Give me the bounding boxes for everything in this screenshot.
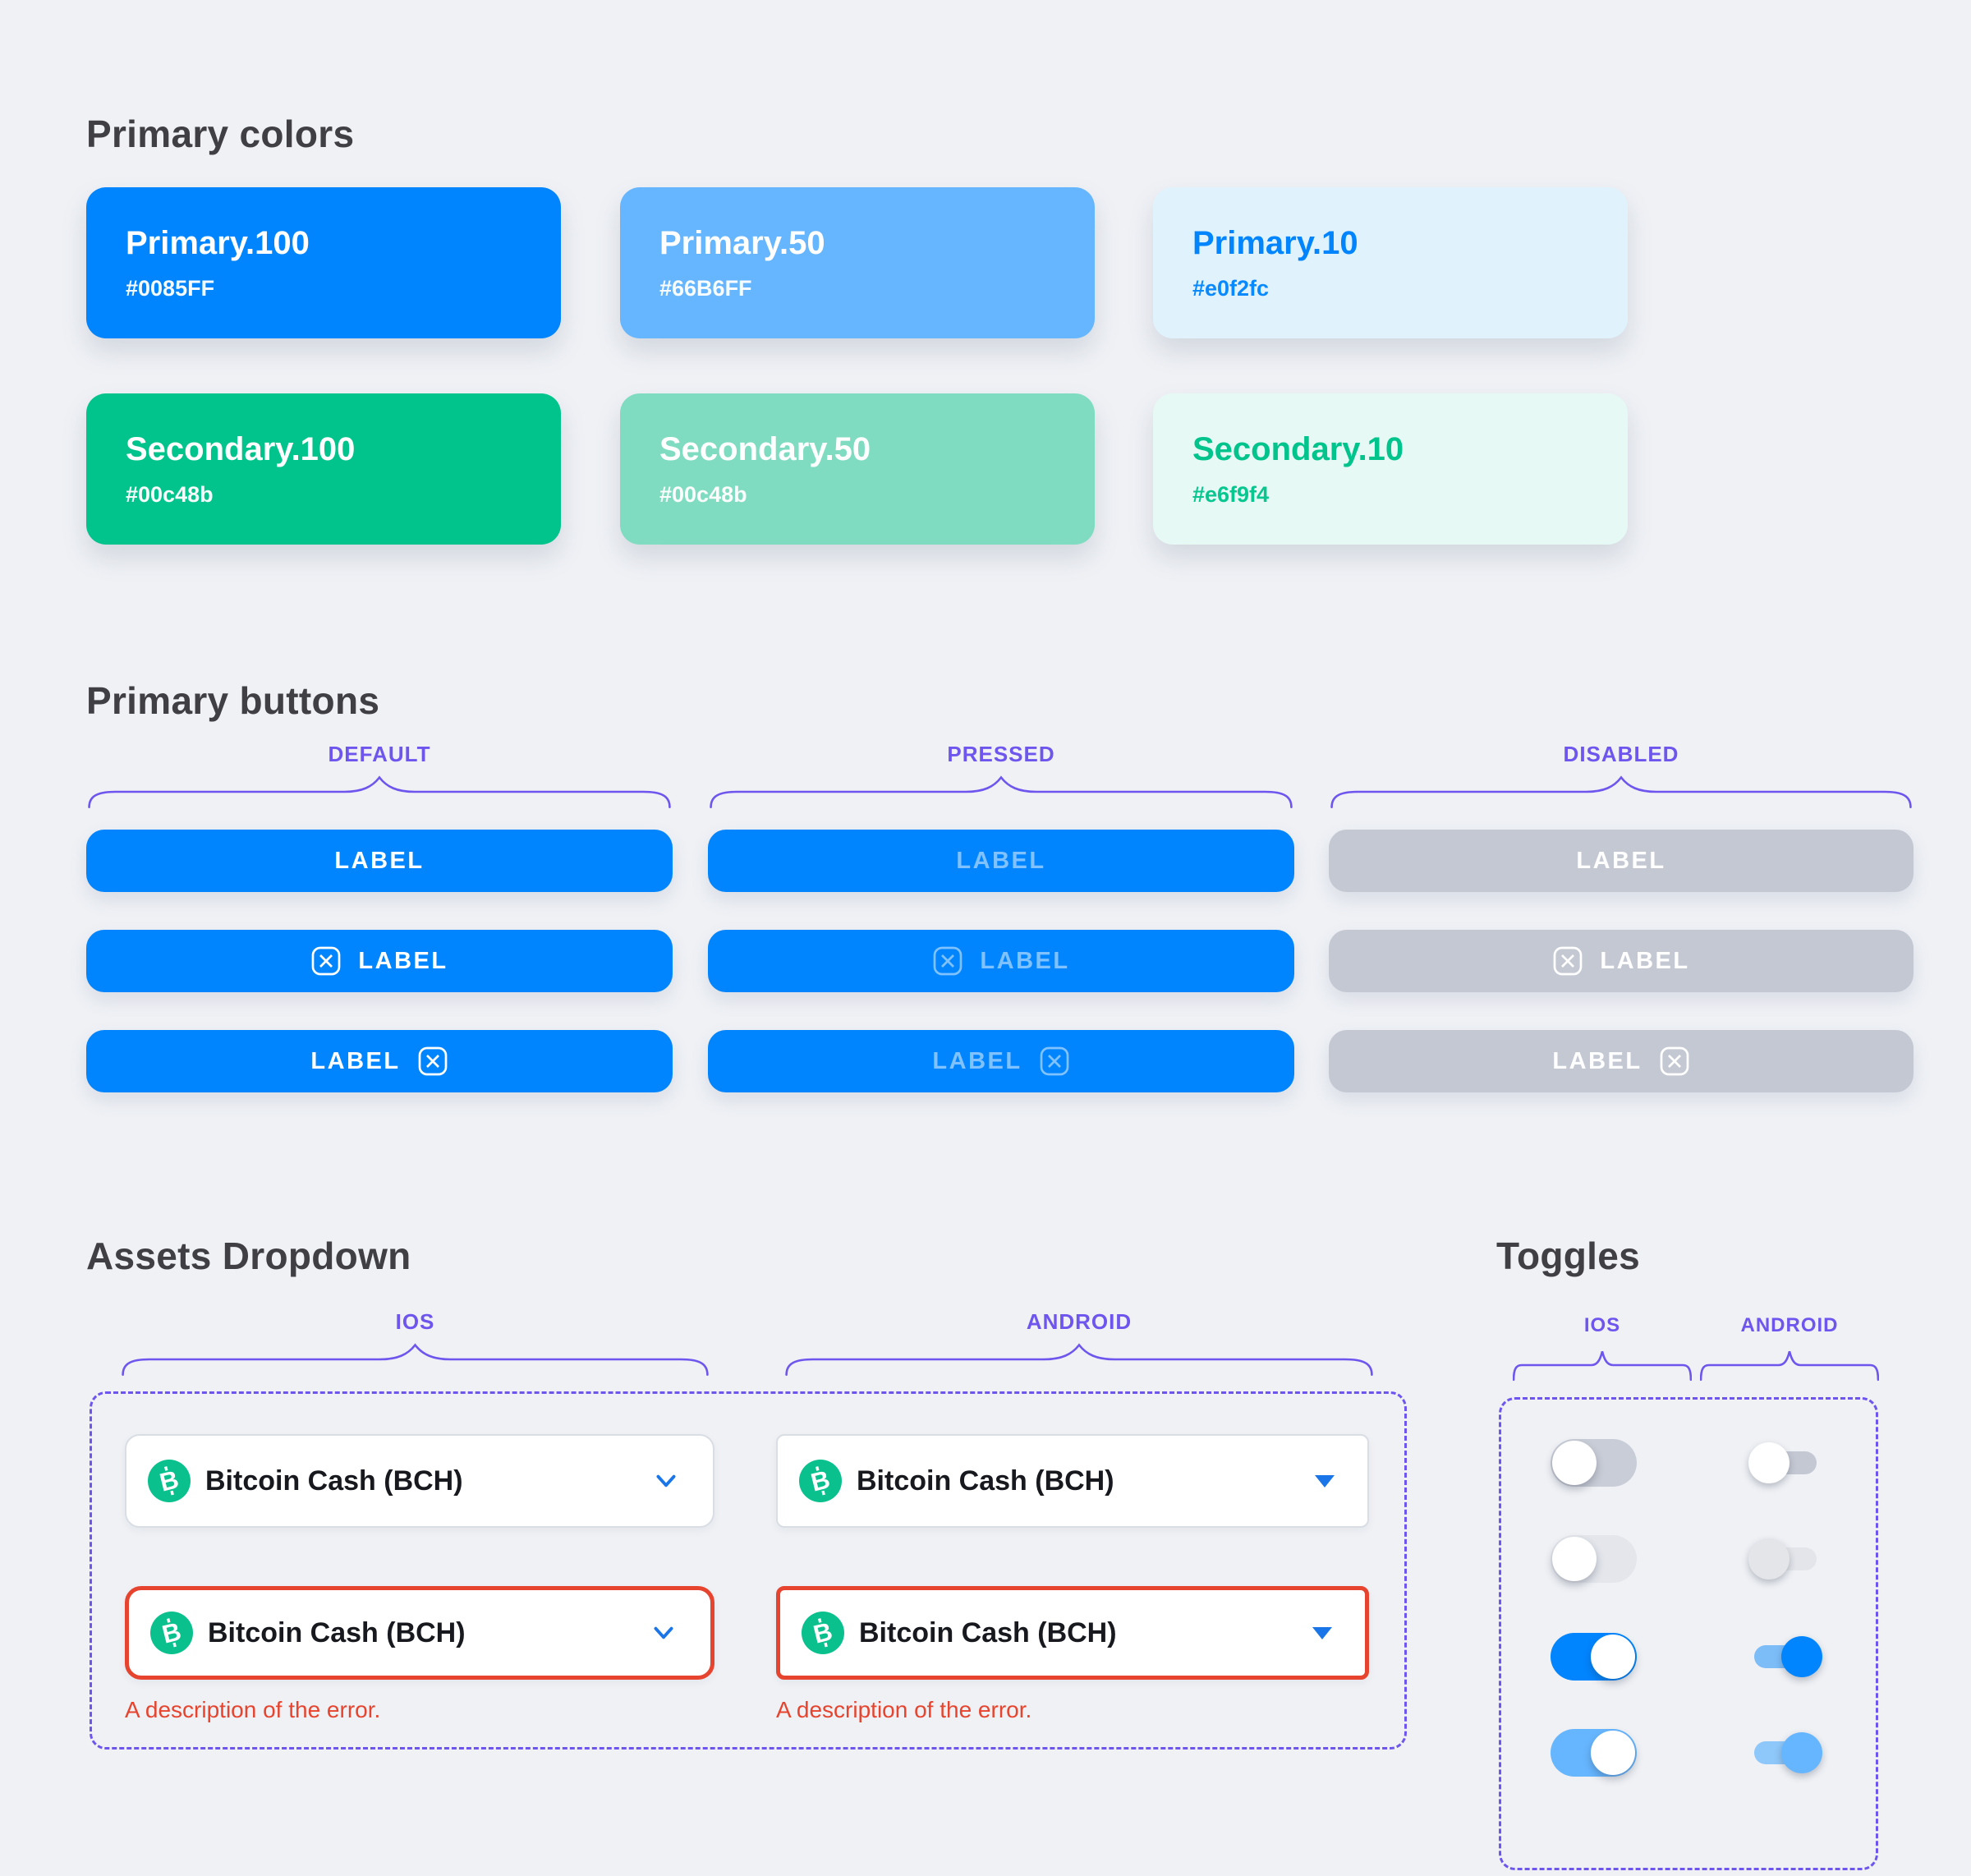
button-label: LABEL (1576, 847, 1666, 874)
toggles-spec-container (1499, 1397, 1878, 1870)
asset-name: Bitcoin Cash (BCH) (859, 1617, 1117, 1648)
toggle-knob (1591, 1635, 1635, 1679)
toggle-ios-off[interactable] (1551, 1439, 1637, 1487)
asset-name: Bitcoin Cash (BCH) (857, 1465, 1114, 1497)
swatch-name: Primary.10 (1192, 225, 1358, 261)
swatch-primary-100: Primary.100 #0085FF (86, 187, 561, 338)
asset-name: Bitcoin Cash (BCH) (208, 1617, 466, 1648)
state-label-default: DEFAULT (328, 742, 431, 766)
button-pressed-icon-left[interactable]: LABEL (708, 930, 1294, 992)
brace-toggles-ios (1513, 1349, 1692, 1382)
brace-disabled (1329, 775, 1914, 809)
button-label: LABEL (1552, 1047, 1642, 1074)
toggle-ios-off-disabled[interactable] (1551, 1535, 1637, 1583)
button-default-icon-left[interactable]: LABEL (86, 930, 673, 992)
error-description-android: A description of the error. (776, 1697, 1032, 1722)
bitcoin-cash-icon: B (799, 1460, 842, 1502)
bitcoin-cash-icon: B (150, 1612, 193, 1654)
toggle-knob (1781, 1732, 1822, 1773)
button-label: LABEL (310, 1047, 401, 1074)
brace-toggles-android (1700, 1349, 1879, 1382)
toggles-label-ios: IOS (1583, 1314, 1621, 1336)
toggle-ios-on[interactable] (1551, 1633, 1637, 1681)
state-label-disabled: DISABLED (1563, 742, 1679, 766)
assets-dropdown-spec-container (90, 1391, 1407, 1750)
placeholder-x-icon (934, 946, 963, 976)
platform-label-ios: IOS (395, 1309, 435, 1334)
swatch-primary-10: Primary.10 #e0f2fc (1153, 187, 1628, 338)
asset-name: Bitcoin Cash (BCH) (205, 1465, 463, 1497)
button-default-plain[interactable]: LABEL (86, 830, 673, 892)
toggle-knob (1591, 1731, 1635, 1775)
toggle-android-on[interactable] (1754, 1636, 1822, 1677)
swatch-secondary-10: Secondary.10 #e6f9f4 (1153, 393, 1628, 545)
button-label: LABEL (334, 847, 425, 874)
button-disabled-icon-left[interactable]: LABEL (1329, 930, 1914, 992)
brace-pressed (708, 775, 1294, 809)
button-pressed-icon-right[interactable]: LABEL (708, 1030, 1294, 1092)
toggle-ios-on-disabled[interactable] (1551, 1729, 1637, 1777)
brace-android (783, 1342, 1375, 1377)
button-label: LABEL (1600, 947, 1690, 974)
swatch-hex: #00c48b (659, 482, 747, 507)
toggle-knob (1552, 1537, 1597, 1581)
primary-buttons-heading: Primary buttons (86, 679, 380, 722)
swatch-name: Secondary.10 (1192, 431, 1404, 467)
swatch-name: Secondary.100 (126, 431, 356, 467)
assets-dropdown-heading: Assets Dropdown (86, 1235, 411, 1277)
button-pressed-plain[interactable]: LABEL (708, 830, 1294, 892)
toggle-knob (1748, 1538, 1790, 1579)
placeholder-x-icon (1554, 946, 1583, 976)
swatch-secondary-50: Secondary.50 #00c48b (620, 393, 1095, 545)
brace-ios (120, 1342, 710, 1377)
button-default-icon-right[interactable]: LABEL (86, 1030, 673, 1092)
placeholder-x-icon (418, 1046, 447, 1076)
toggle-knob (1781, 1636, 1822, 1677)
asset-dropdown-ios[interactable]: B Bitcoin Cash (BCH) (125, 1434, 714, 1528)
brace-default (86, 775, 673, 809)
error-description-ios: A description of the error. (125, 1697, 381, 1722)
swatch-secondary-100: Secondary.100 #00c48b (86, 393, 561, 545)
toggle-knob (1552, 1441, 1597, 1485)
button-label: LABEL (932, 1047, 1022, 1074)
toggle-knob (1748, 1442, 1790, 1483)
button-disabled-plain[interactable]: LABEL (1329, 830, 1914, 892)
caret-down-icon (1315, 1474, 1335, 1487)
toggle-android-on-disabled[interactable] (1754, 1732, 1822, 1773)
placeholder-x-icon (1040, 1046, 1068, 1076)
chevron-down-icon (654, 1626, 673, 1639)
toggles-label-android: ANDROID (1740, 1314, 1839, 1336)
asset-dropdown-ios-error[interactable]: B Bitcoin Cash (BCH) (125, 1586, 714, 1680)
swatch-primary-50: Primary.50 #66B6FF (620, 187, 1095, 338)
asset-dropdown-android[interactable]: B Bitcoin Cash (BCH) (776, 1434, 1369, 1528)
toggles-heading: Toggles (1496, 1235, 1641, 1277)
button-label: LABEL (980, 947, 1070, 974)
bitcoin-cash-icon: B (148, 1460, 191, 1502)
swatch-name: Secondary.50 (659, 431, 871, 467)
chevron-down-icon (656, 1474, 676, 1487)
bitcoin-cash-icon: B (802, 1612, 844, 1654)
swatch-hex: #00c48b (126, 482, 214, 507)
swatch-name: Primary.100 (126, 225, 310, 261)
placeholder-x-icon (1660, 1046, 1688, 1076)
caret-down-icon (1312, 1626, 1332, 1639)
swatch-hex: #e6f9f4 (1192, 482, 1270, 507)
primary-colors-heading: Primary colors (86, 113, 355, 155)
platform-label-android: ANDROID (1026, 1309, 1133, 1334)
asset-dropdown-android-error[interactable]: B Bitcoin Cash (BCH) (776, 1586, 1369, 1680)
placeholder-x-icon (312, 946, 341, 976)
swatch-hex: #66B6FF (659, 276, 752, 301)
state-label-pressed: PRESSED (947, 742, 1055, 766)
button-disabled-icon-right[interactable]: LABEL (1329, 1030, 1914, 1092)
swatch-name: Primary.50 (659, 225, 825, 261)
toggle-android-off[interactable] (1748, 1442, 1817, 1483)
button-label: LABEL (956, 847, 1046, 874)
swatch-hex: #e0f2fc (1192, 276, 1270, 301)
toggle-android-off-disabled[interactable] (1748, 1538, 1817, 1579)
swatch-hex: #0085FF (126, 276, 215, 301)
button-label: LABEL (358, 947, 448, 974)
